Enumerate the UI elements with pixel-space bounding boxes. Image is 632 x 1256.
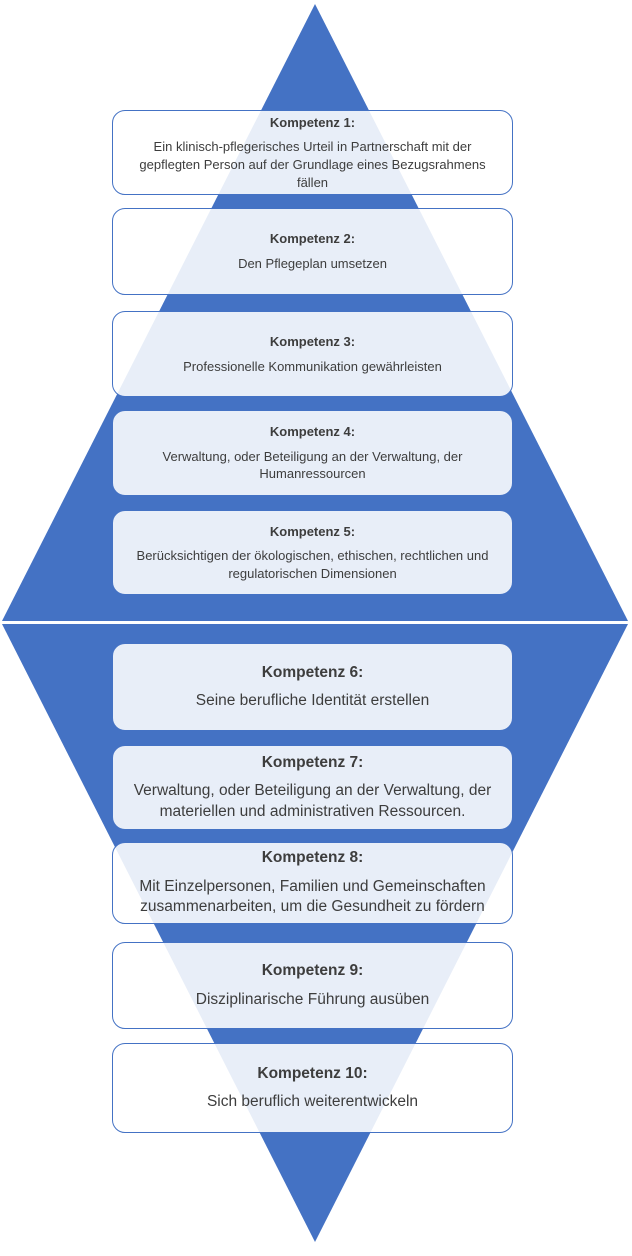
kompetenz-box-7: Kompetenz 7: Verwaltung, oder Beteiligun…: [112, 745, 513, 830]
kompetenz-box-10: Kompetenz 10: Sich beruflich weiterentwi…: [112, 1043, 513, 1133]
kompetenz-1-body: Ein klinisch-pflegerisches Urteil in Par…: [139, 139, 486, 190]
kompetenz-5-title: Kompetenz 5:: [269, 523, 356, 539]
kompetenz-box-2: Kompetenz 2: Den Pflegeplan umsetzen: [112, 208, 513, 295]
kompetenz-9-body: Disziplinarische Führung ausüben: [195, 990, 430, 1008]
kompetenz-9-title: Kompetenz 9:: [261, 962, 364, 980]
kompetenz-8-body: Mit Einzelpersonen, Familien und Gemeins…: [139, 877, 486, 916]
kompetenz-2-title: Kompetenz 2:: [269, 231, 356, 247]
kompetenz-3-body: Professionelle Kommunikation gewährleist…: [183, 358, 442, 374]
kompetenz-box-9: Kompetenz 9: Disziplinarische Führung au…: [112, 942, 513, 1029]
kompetenz-1-title: Kompetenz 1:: [269, 114, 356, 130]
kompetenz-7-title: Kompetenz 7:: [261, 753, 364, 771]
kompetenz-4-body: Verwaltung, oder Beteiligung an der Verw…: [162, 448, 463, 482]
kompetenz-7-body: Verwaltung, oder Beteiligung an der Verw…: [133, 782, 492, 820]
kompetenz-8-title: Kompetenz 8:: [261, 849, 364, 867]
kompetenz-6-body: Seine berufliche Identität erstellen: [195, 692, 430, 709]
kompetenz-2-body: Den Pflegeplan umsetzen: [238, 256, 387, 271]
kompetenz-5-body: Berücksichtigen der ökologischen, ethisc…: [136, 548, 489, 581]
kompetenz-box-4: Kompetenz 4: Verwaltung, oder Beteiligun…: [112, 410, 513, 496]
kompetenz-3-title: Kompetenz 3:: [269, 333, 356, 349]
mid-divider-line: [0, 621, 632, 624]
kompetenz-10-body: Sich beruflich weiterentwickeln: [206, 1093, 419, 1110]
kompetenz-box-5: Kompetenz 5: Berücksichtigen der ökologi…: [112, 510, 513, 595]
kompetenz-box-6: Kompetenz 6: Seine berufliche Identität …: [112, 643, 513, 731]
kompetenz-4-title: Kompetenz 4:: [269, 424, 356, 440]
kompetenz-6-title: Kompetenz 6:: [261, 663, 364, 681]
kompetenz-10-title: Kompetenz 10:: [257, 1064, 368, 1082]
kompetenz-box-8: Kompetenz 8: Mit Einzelpersonen, Familie…: [112, 842, 513, 924]
kompetenz-box-3: Kompetenz 3: Professionelle Kommunikatio…: [112, 311, 513, 397]
kompetenz-box-1: Kompetenz 1: Ein klinisch-pflegerisches …: [112, 110, 513, 195]
